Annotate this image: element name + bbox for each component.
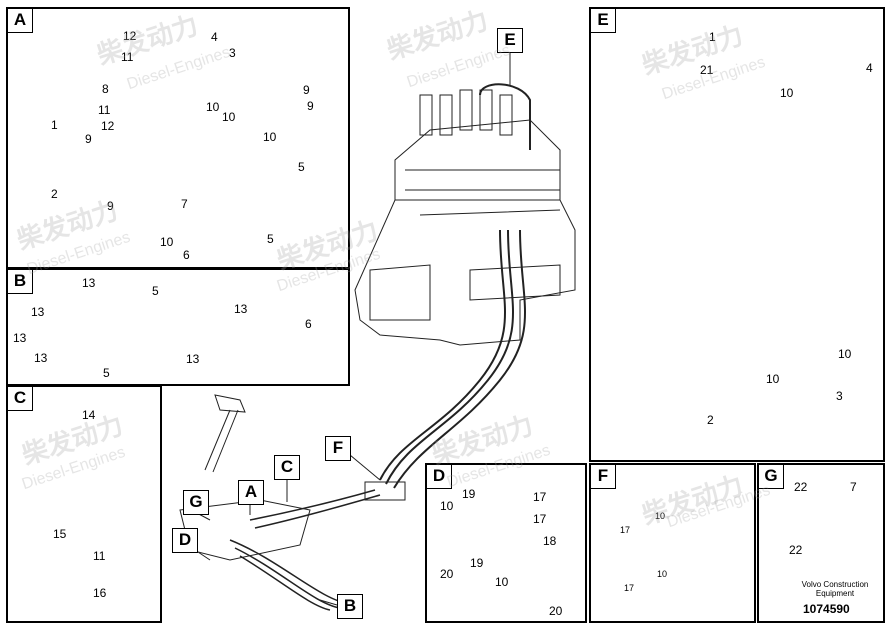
- callout-e-10-b: 10: [838, 347, 852, 361]
- callout-f-10-a: 10: [655, 511, 666, 521]
- caption-line1: Volvo Construction: [801, 580, 869, 589]
- overview-tag-c: C: [274, 455, 300, 480]
- panel-a-tag: A: [7, 8, 33, 33]
- panel-f-tag: F: [590, 464, 616, 489]
- panel-g-tag: G: [758, 464, 784, 489]
- callout-g-7: 7: [850, 480, 857, 494]
- callout-a-12-bottom: 12: [101, 119, 115, 133]
- callout-g-22-a: 22: [794, 480, 808, 494]
- callout-a-5-a: 5: [298, 160, 305, 174]
- callout-e-10-c: 10: [766, 372, 780, 386]
- overview-tag-f: F: [325, 436, 351, 461]
- callout-c-15: 15: [53, 527, 67, 541]
- callout-e-3: 3: [836, 389, 843, 403]
- callout-f-17-a: 17: [620, 525, 631, 535]
- overview-tag-e: E: [497, 28, 523, 53]
- callout-b-13-f: 13: [186, 352, 200, 366]
- callout-a-10-d: 10: [160, 235, 174, 249]
- callout-e-10-a: 10: [780, 86, 794, 100]
- callout-a-1: 1: [51, 118, 58, 132]
- callout-d-17-a: 17: [533, 490, 547, 504]
- panel-b-tag: B: [7, 269, 33, 294]
- callout-b-13-b: 13: [31, 305, 45, 319]
- callout-a-11-top: 11: [121, 50, 134, 64]
- callout-a-8: 8: [102, 82, 109, 96]
- panel-d-tag: D: [426, 464, 452, 489]
- panel-a: [6, 7, 350, 269]
- callout-a-10-b: 10: [222, 110, 236, 124]
- callout-b-13-a: 13: [82, 276, 96, 290]
- callout-c-16: 16: [93, 586, 107, 600]
- overview-tag-d: D: [172, 528, 198, 553]
- panel-e-tag: E: [590, 8, 616, 33]
- callout-a-7: 7: [181, 197, 188, 211]
- panel-f: [589, 463, 756, 623]
- callout-a-5-b: 5: [267, 232, 274, 246]
- callout-b-6: 6: [305, 317, 312, 331]
- part-number: 1074590: [803, 602, 850, 616]
- panel-c: [6, 385, 162, 623]
- callout-a-9-right-b: 9: [307, 99, 314, 113]
- callout-a-10-c: 10: [263, 130, 277, 144]
- callout-a-6: 6: [183, 248, 190, 262]
- callout-g-22-b: 22: [789, 543, 803, 557]
- callout-b-13-d: 13: [34, 351, 48, 365]
- callout-d-10-a: 10: [440, 499, 454, 513]
- callout-a-9-left-b: 9: [107, 199, 114, 213]
- overview-tag-a: A: [238, 480, 264, 505]
- callout-a-3: 3: [229, 46, 236, 60]
- callout-c-11: 11: [93, 549, 106, 563]
- callout-e-2: 2: [707, 413, 714, 427]
- callout-f-10-b: 10: [657, 569, 668, 579]
- panel-g: [757, 463, 885, 623]
- callout-e-1: 1: [709, 30, 716, 44]
- panel-e: [589, 7, 885, 462]
- callout-a-11-bottom: 11: [98, 103, 111, 117]
- callout-d-17-b: 17: [533, 512, 547, 526]
- caption-line2: Equipment: [815, 589, 855, 598]
- callout-f-17-b: 17: [624, 583, 635, 593]
- callout-a-9-left-a: 9: [85, 132, 92, 146]
- callout-b-13-c: 13: [13, 331, 27, 345]
- callout-d-19-a: 19: [462, 487, 476, 501]
- callout-a-4: 4: [211, 30, 218, 44]
- callout-e-4: 4: [866, 61, 873, 75]
- panel-c-tag: C: [7, 386, 33, 411]
- callout-d-18: 18: [543, 534, 557, 548]
- callout-b-5-a: 5: [152, 284, 159, 298]
- overview-tag-b: B: [337, 594, 363, 619]
- callout-e-21: 21: [700, 63, 714, 77]
- panel-b: [6, 268, 350, 386]
- callout-a-9-right-a: 9: [303, 83, 310, 97]
- callout-d-19-b: 19: [470, 556, 484, 570]
- callout-b-13-e: 13: [234, 302, 248, 316]
- panel-d: [425, 463, 587, 623]
- callout-a-10-a: 10: [206, 100, 220, 114]
- callout-d-20-b: 20: [549, 604, 563, 618]
- callout-d-10-b: 10: [495, 575, 509, 589]
- overview-tag-g: G: [183, 490, 209, 515]
- callout-a-12-top: 12: [123, 29, 137, 43]
- callout-b-5-b: 5: [103, 366, 110, 380]
- callout-c-14: 14: [82, 408, 96, 422]
- callout-a-2: 2: [51, 187, 58, 201]
- callout-d-20-a: 20: [440, 567, 454, 581]
